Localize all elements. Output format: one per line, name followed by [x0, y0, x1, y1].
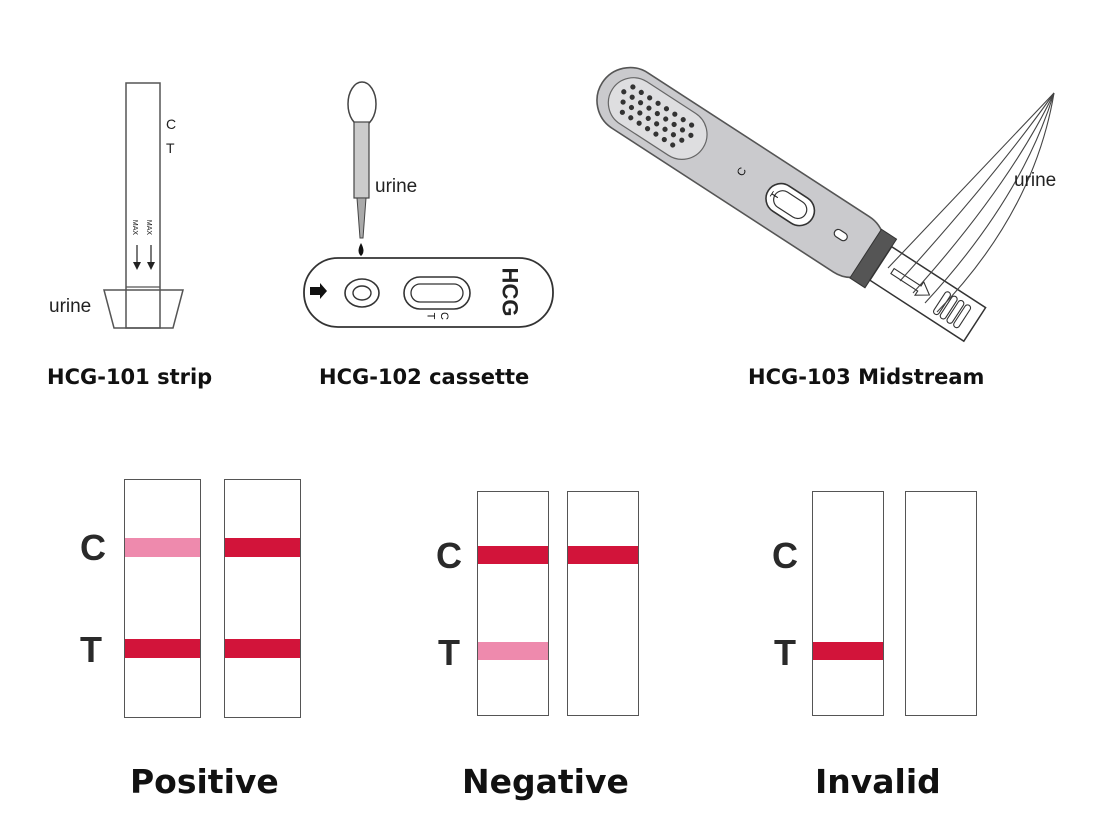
negative-strip-2: [567, 491, 639, 716]
positive-t-label: T: [80, 629, 102, 670]
midstream-caption: HCG-103 Midstream: [748, 365, 985, 389]
positive-strip-1: [124, 479, 201, 718]
positive-label: Positive: [130, 762, 279, 801]
midstream-illustration: [596, 66, 1055, 343]
strip-t-label: T: [166, 140, 175, 156]
midstream-device: [596, 66, 987, 343]
negative-strip-2-c-band: [568, 546, 638, 564]
strip-caption: HCG-101 strip: [47, 365, 213, 389]
insert-arrow: [310, 283, 327, 299]
dropper-body: [353, 121, 370, 199]
cassette-t-label: T: [424, 312, 437, 320]
strip-illustration: [103, 82, 184, 329]
positive-strip-2-c-band: [225, 538, 300, 557]
cassette-caption: HCG-102 cassette: [319, 365, 530, 389]
urine-stream: [887, 92, 1055, 313]
cassette-urine-label: urine: [375, 176, 418, 197]
negative-strip-1-c-band: [478, 546, 548, 564]
positive-strip-2-t-band: [225, 639, 300, 658]
midstream-flow-arrow: [890, 267, 931, 296]
grip-dots: [619, 84, 695, 148]
invalid-strip-1: [812, 491, 884, 716]
negative-t-label: T: [438, 632, 460, 673]
midstream-slot: [833, 228, 848, 242]
cassette-c-label: C: [437, 312, 450, 320]
positive-strip-2: [224, 479, 301, 718]
max-arrowhead-2: [147, 262, 155, 270]
strip-max-label-2: MAX: [145, 219, 153, 236]
positive-strip-1-t-band: [125, 639, 200, 658]
strip-urine-label: urine: [49, 296, 92, 317]
negative-strip-1-t-band: [478, 642, 548, 660]
strip-c-label: C: [166, 116, 177, 132]
max-arrowhead-1: [133, 262, 141, 270]
cassette-illustration: [303, 81, 554, 328]
result-window-inner: [410, 283, 464, 303]
drop-1: [358, 243, 364, 256]
invalid-t-label: T: [774, 632, 796, 673]
test-strip: [125, 82, 161, 329]
positive-strip-1-c-band: [125, 538, 200, 557]
invalid-c-label: C: [772, 535, 798, 576]
positive-c-label: C: [80, 527, 106, 568]
invalid-label: Invalid: [815, 762, 941, 801]
dropper-bulb: [347, 81, 377, 127]
midstream-tip-cells: [932, 291, 972, 329]
negative-strip-1: [477, 491, 549, 716]
invalid-strip-1-t-band: [813, 642, 883, 660]
negative-label: Negative: [462, 762, 629, 801]
strip-max-label-1: MAX: [131, 219, 139, 236]
midstream-urine-label: urine: [1014, 170, 1057, 191]
cassette-brand: HCG: [497, 267, 523, 317]
dropper-tip: [356, 197, 367, 239]
negative-c-label: C: [436, 535, 462, 576]
invalid-strip-2: [905, 491, 977, 716]
urine-cup: [103, 289, 184, 329]
sample-well-inner: [352, 285, 372, 301]
midstream-window-inner: [773, 190, 808, 220]
